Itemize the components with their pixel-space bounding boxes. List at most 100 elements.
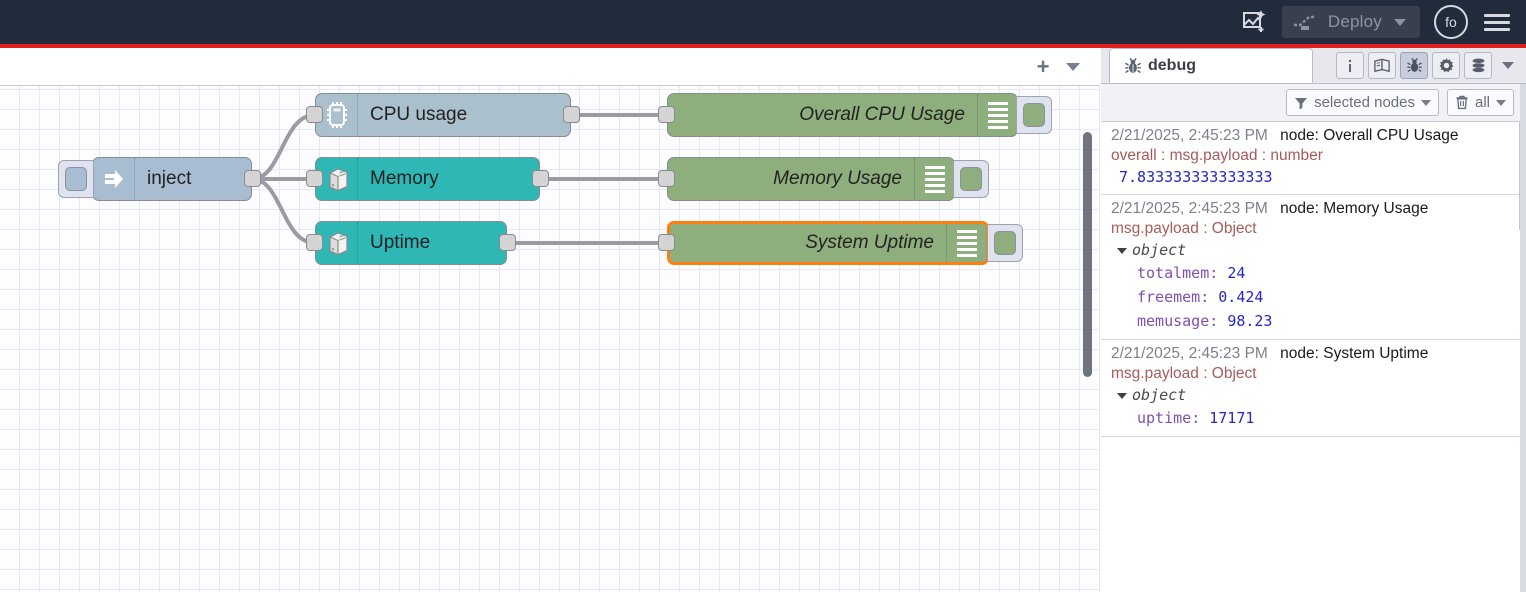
node-body[interactable]: Overall CPU Usage <box>667 93 1018 137</box>
node-system-uptime[interactable]: System Uptime <box>658 221 1023 265</box>
debug-message-list[interactable]: 2/21/2025, 2:45:23 PM node: Overall CPU … <box>1101 122 1526 592</box>
filter-label: selected nodes <box>1314 94 1415 111</box>
debug-message[interactable]: 2/21/2025, 2:45:23 PM node: Memory Usage… <box>1101 195 1526 340</box>
arrow-right-icon <box>93 158 135 200</box>
object-root[interactable]: object <box>1111 239 1518 261</box>
chevron-down-icon[interactable] <box>1394 18 1406 26</box>
database-stack-icon[interactable] <box>1464 52 1492 79</box>
node-body[interactable]: CPU usage <box>315 93 571 137</box>
flow-canvas[interactable]: inject <box>0 86 1100 592</box>
filter-selected-nodes-button[interactable]: selected nodes <box>1286 89 1439 116</box>
object-property: uptime: 17171 <box>1137 409 1255 427</box>
message-topic: msg.payload : Object <box>1111 220 1257 237</box>
message-header: 2/21/2025, 2:45:23 PM node: Memory Usage <box>1111 199 1518 219</box>
node-body[interactable]: inject <box>92 157 252 201</box>
property-value: 17171 <box>1209 409 1255 427</box>
inject-trigger-button[interactable] <box>58 160 94 198</box>
chevron-down-icon[interactable] <box>1420 99 1431 106</box>
message-topic: msg.payload : Object <box>1111 365 1257 382</box>
chevron-down-icon[interactable] <box>1117 247 1127 254</box>
node-body[interactable]: Memory Usage <box>667 157 955 201</box>
debug-message[interactable]: 2/21/2025, 2:45:23 PM node: Overall CPU … <box>1101 122 1526 195</box>
message-node: node: System Uptime <box>1280 345 1429 362</box>
input-port[interactable] <box>306 234 323 251</box>
node-label: Memory Usage <box>773 168 902 189</box>
object-root-label: object <box>1132 386 1187 404</box>
canvas-vertical-scrollbar[interactable] <box>1083 132 1092 377</box>
object-property: totalmem: 24 <box>1137 264 1246 282</box>
output-port[interactable] <box>499 234 516 251</box>
server-tower-icon <box>316 222 358 264</box>
output-port[interactable] <box>532 170 549 187</box>
debug-message[interactable]: 2/21/2025, 2:45:23 PM node: System Uptim… <box>1101 340 1526 437</box>
input-port[interactable] <box>658 170 675 187</box>
node-label: System Uptime <box>805 232 934 253</box>
inject-trigger-inner <box>65 167 87 191</box>
sidebar-tab-bar: debug <box>1101 48 1526 84</box>
avatar[interactable]: fo <box>1434 5 1468 39</box>
debug-toggle-inner <box>994 231 1016 255</box>
chevron-down-icon[interactable] <box>1502 62 1514 69</box>
input-port[interactable] <box>658 234 675 251</box>
cpu-chip-icon <box>316 94 358 136</box>
property-key: uptime <box>1137 409 1192 427</box>
deploy-label: Deploy <box>1327 12 1382 31</box>
message-value: 7.833333333333333 <box>1119 168 1273 186</box>
message-topic: overall : msg.payload : number <box>1111 147 1323 164</box>
node-uptime[interactable]: Uptime <box>306 221 516 265</box>
book-icon[interactable] <box>1368 52 1396 79</box>
gear-icon[interactable] <box>1432 52 1460 79</box>
info-icon[interactable] <box>1336 52 1364 79</box>
chevron-down-icon[interactable] <box>1496 99 1506 106</box>
input-port[interactable] <box>658 106 675 123</box>
debug-toggle-button[interactable] <box>953 160 989 198</box>
clear-messages-button[interactable]: all <box>1446 89 1514 116</box>
chevron-down-icon[interactable] <box>1117 392 1127 399</box>
node-inject[interactable]: inject <box>58 157 261 201</box>
object-root[interactable]: object <box>1111 384 1518 406</box>
add-flow-tab-button[interactable]: + <box>1036 53 1050 79</box>
canvas-toolbar: + <box>0 48 1100 86</box>
debug-toggle-button[interactable] <box>987 224 1023 262</box>
deploy-ramp-icon <box>1293 15 1316 30</box>
input-port[interactable] <box>306 170 323 187</box>
node-memory-usage[interactable]: Memory Usage <box>658 157 989 201</box>
menu-bar <box>1484 13 1510 17</box>
flow-sparkle-icon[interactable] <box>1234 2 1274 42</box>
menu-bar <box>1484 27 1510 31</box>
message-header: 2/21/2025, 2:45:23 PM node: System Uptim… <box>1111 344 1518 364</box>
bug-icon[interactable] <box>1400 52 1428 79</box>
sidebar-edge <box>1520 84 1526 592</box>
node-body[interactable]: System Uptime <box>667 221 989 265</box>
property-key: totalmem <box>1137 264 1210 282</box>
output-port[interactable] <box>563 106 580 123</box>
clear-label: all <box>1474 94 1490 111</box>
node-cpu-usage[interactable]: CPU usage <box>306 93 580 137</box>
hamburger-menu-icon[interactable] <box>1484 10 1510 35</box>
debug-toggle-button[interactable] <box>1016 96 1052 134</box>
main-header: Deploy fo <box>0 0 1526 44</box>
tab-debug-label: debug <box>1148 56 1196 74</box>
node-label: Memory <box>370 168 439 189</box>
node-overall-cpu-usage[interactable]: Overall CPU Usage <box>658 93 1052 137</box>
object-property: memusage: 98.23 <box>1137 312 1273 330</box>
canvas-panel: + <box>0 48 1100 592</box>
deploy-button[interactable]: Deploy <box>1281 6 1420 38</box>
node-body[interactable]: Uptime <box>315 221 507 265</box>
bug-icon <box>1124 57 1142 73</box>
trash-icon <box>1456 95 1468 110</box>
output-port[interactable] <box>244 170 261 187</box>
node-body[interactable]: Memory <box>315 157 540 201</box>
chevron-down-icon[interactable] <box>1066 62 1080 71</box>
debug-filter-bar: selected nodes all <box>1101 84 1526 122</box>
node-label: CPU usage <box>370 104 468 125</box>
header-accent-line <box>0 44 1526 48</box>
menu-bar <box>1484 20 1510 24</box>
node-memory[interactable]: Memory <box>306 157 549 201</box>
funnel-icon <box>1295 97 1308 109</box>
object-property: freemem: 0.424 <box>1137 288 1264 306</box>
input-port[interactable] <box>306 106 323 123</box>
tab-debug[interactable]: debug <box>1109 48 1313 83</box>
debug-lines-icon <box>977 94 1017 136</box>
